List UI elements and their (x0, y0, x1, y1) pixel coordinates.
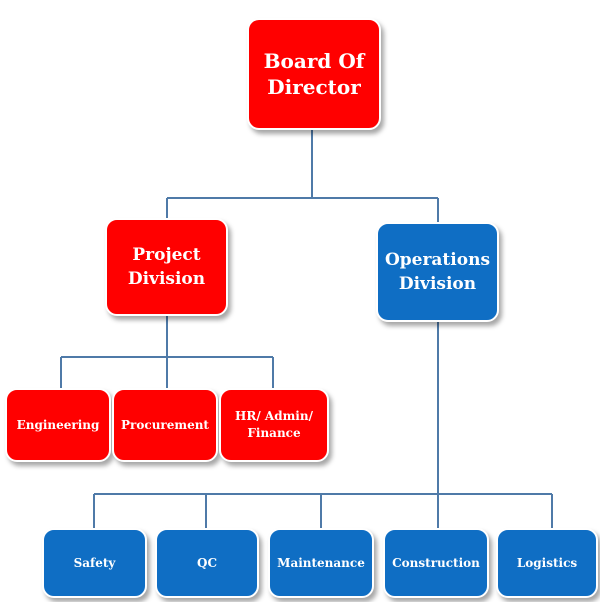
logistics-label: Logistics (516, 556, 578, 570)
maintenance-box: Maintenance (268, 528, 374, 598)
hr-admin-label-line1: HR/ Admin/ (235, 409, 313, 423)
operations-division-box: Operations Division (376, 222, 499, 322)
qc-box: QC (155, 528, 259, 598)
operations-division-label-line2: Division (398, 274, 477, 294)
operations-division-label-line1: Operations (384, 250, 491, 270)
board-label-line1: Board Of (263, 49, 365, 73)
hr-admin-finance-box: HR/ Admin/ Finance (219, 388, 329, 462)
procurement-box: Procurement (112, 388, 218, 462)
project-division-box: Project Division (105, 218, 228, 316)
procurement-label: Procurement (121, 417, 209, 432)
board-label-line2: Director (267, 75, 361, 99)
qc-label: QC (196, 556, 217, 570)
engineering-box: Engineering (5, 388, 111, 462)
engineering-label: Engineering (16, 417, 100, 432)
construction-box: Construction (383, 528, 489, 598)
board-of-director-box: Board Of Director (247, 18, 381, 130)
logistics-box: Logistics (496, 528, 598, 598)
safety-box: Safety (42, 528, 147, 598)
project-division-label-line1: Project (132, 245, 201, 265)
project-division-label-line2: Division (127, 269, 206, 289)
construction-label: Construction (392, 556, 480, 570)
safety-label: Safety (73, 556, 116, 570)
finance-label-line2: Finance (247, 426, 301, 440)
maintenance-label: Maintenance (277, 556, 365, 570)
